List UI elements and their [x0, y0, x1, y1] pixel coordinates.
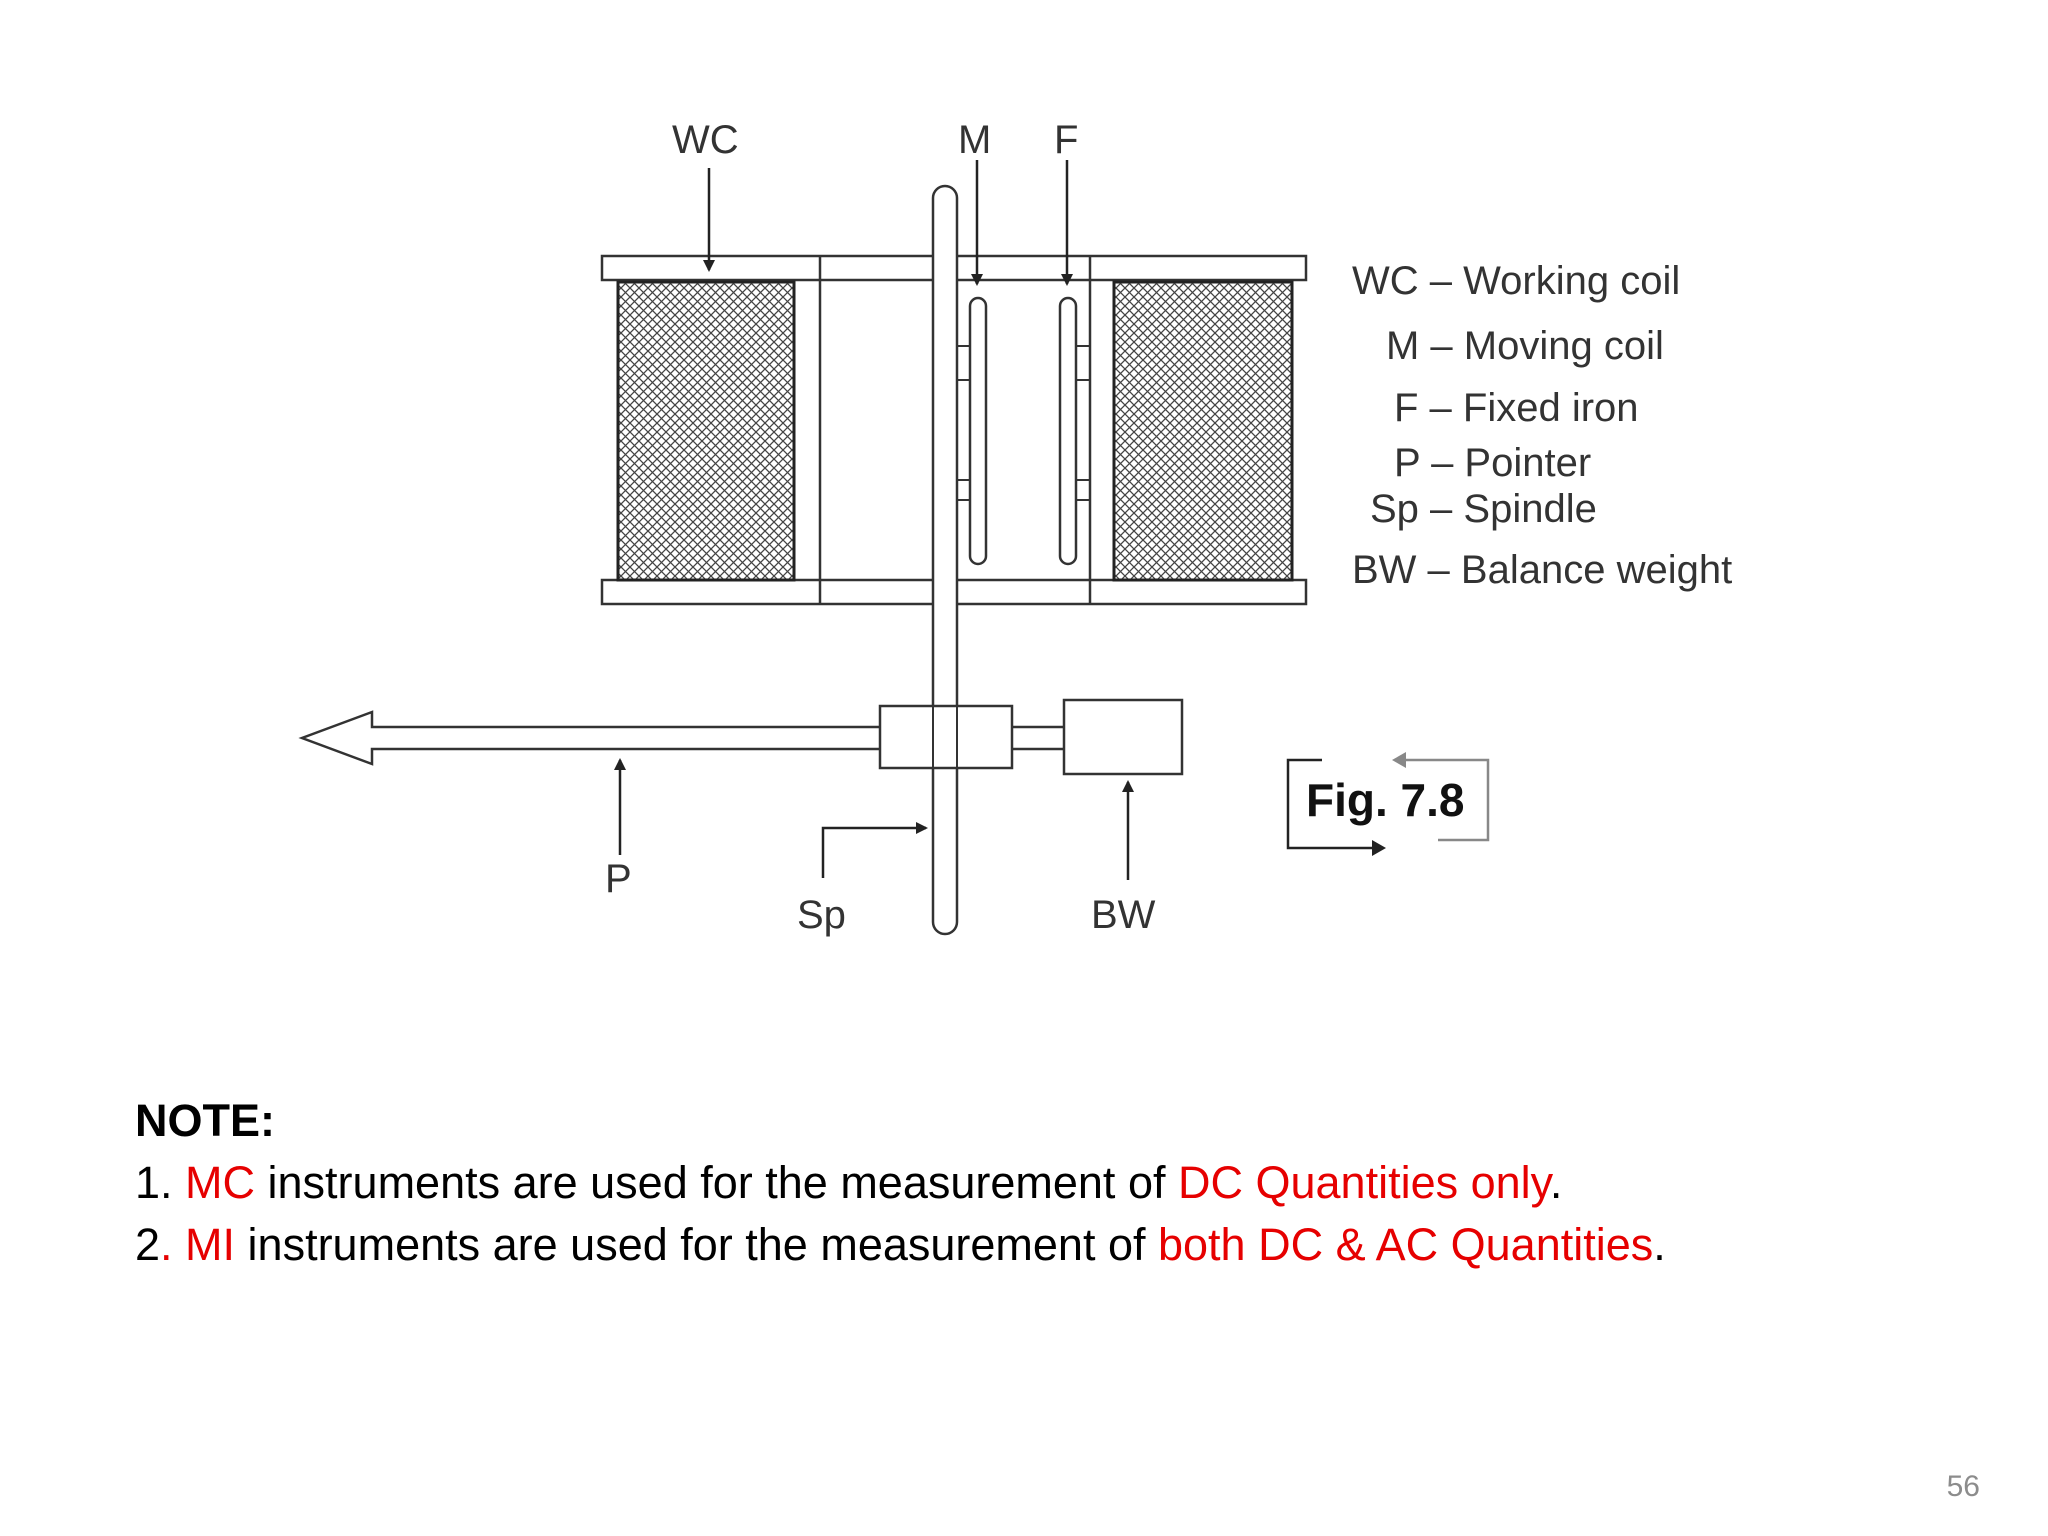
- note-line-2: 2. MI instruments are used for the measu…: [135, 1214, 1985, 1276]
- note-line-2-end: .: [1653, 1219, 1666, 1270]
- legend-item: Sp – Spindle: [1370, 487, 1597, 531]
- legend-item: P – Pointer: [1394, 441, 1591, 485]
- page-number: 56: [1946, 1470, 1980, 1503]
- figure-caption-box: [1286, 752, 1490, 856]
- label-bw: BW: [1091, 893, 1156, 937]
- label-f: F: [1054, 118, 1078, 162]
- spindle: [931, 184, 959, 936]
- label-p: P: [605, 857, 632, 901]
- note-line-1-end: .: [1549, 1157, 1563, 1208]
- balance-weight: [1062, 698, 1184, 776]
- label-sp: Sp: [797, 893, 846, 937]
- working-coil-left: [616, 280, 796, 582]
- vane-connectors: [957, 345, 1090, 501]
- figure-caption: Fig. 7.8: [1306, 774, 1464, 826]
- moving-iron-vane: [968, 296, 988, 566]
- label-arrows: [614, 160, 1134, 880]
- note-line-1-text: instruments are used for the measurement…: [255, 1157, 1178, 1208]
- note-line-1-term: MC: [185, 1157, 256, 1208]
- note-line-2-text: instruments are used for the measurement…: [235, 1219, 1158, 1270]
- note-section: NOTE: 1. MC instruments are used for the…: [135, 1090, 1985, 1276]
- spindle-through-hub: [932, 705, 958, 769]
- working-coil-right: [1112, 280, 1294, 582]
- note-heading: NOTE:: [135, 1095, 275, 1146]
- pointer-hub: [878, 704, 1014, 770]
- label-m: M: [958, 118, 991, 162]
- note-line-2-number: 2: [135, 1219, 161, 1270]
- label-wc: WC: [672, 118, 739, 162]
- note-line-2-term: MI: [185, 1219, 236, 1270]
- legend-item: BW – Balance weight: [1352, 548, 1732, 592]
- legend: WC – Working coil M – Moving coil F – Fi…: [1352, 259, 1732, 592]
- moving-iron-instrument-diagram: WC M F P Sp BW WC – Working coil M – Mov…: [298, 118, 1732, 937]
- note-line-2-number-dot: .: [160, 1219, 186, 1270]
- note-line-1-highlight: DC Quantities only: [1177, 1157, 1550, 1208]
- fixed-iron-vane: [1058, 296, 1078, 566]
- pointer: [298, 710, 1065, 766]
- note-line-2-highlight: both DC & AC Quantities: [1158, 1219, 1654, 1270]
- legend-item: F – Fixed iron: [1394, 386, 1639, 430]
- legend-item: WC – Working coil: [1352, 259, 1680, 303]
- note-line-1: 1. MC instruments are used for the measu…: [135, 1152, 1985, 1214]
- legend-item: M – Moving coil: [1386, 324, 1664, 368]
- note-line-1-number: 1.: [135, 1157, 186, 1208]
